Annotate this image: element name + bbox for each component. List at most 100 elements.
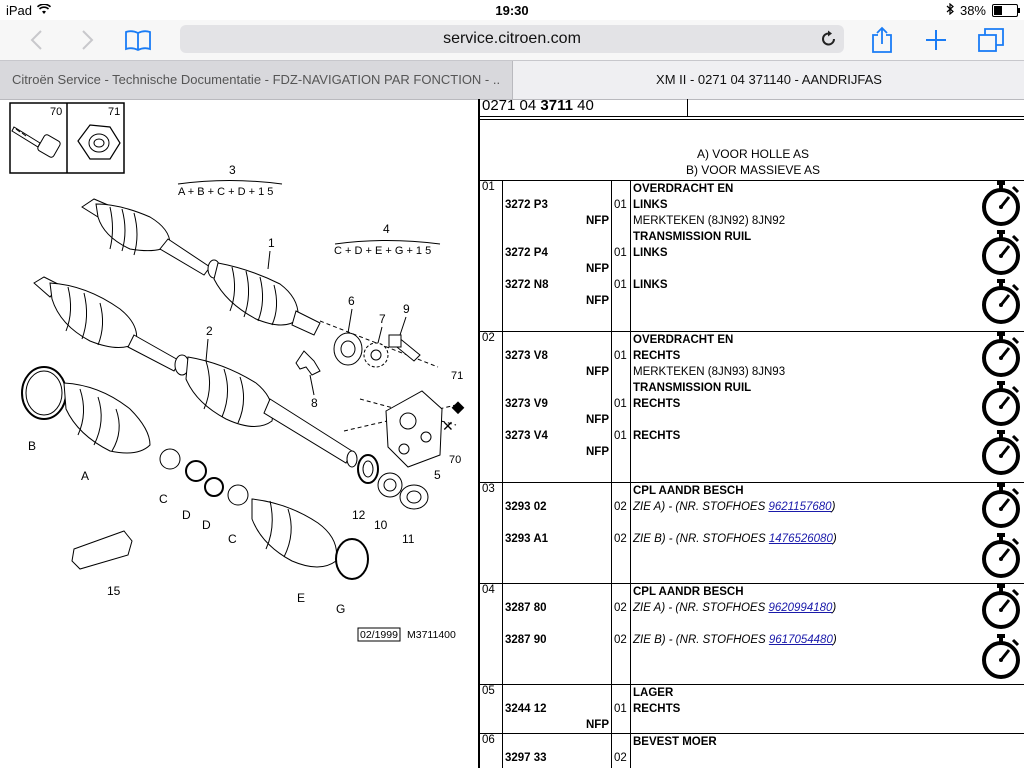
reference-text: ZIE B) - (NR. STOFHOES <box>633 533 769 545</box>
description-text <box>631 563 1024 579</box>
description-reference: ZIE A) - (NR. STOFHOES 9620994180) <box>631 600 1024 616</box>
part-number[interactable]: 3272 P3 <box>505 199 548 211</box>
group-number: 02 <box>480 331 503 483</box>
quantity: 02 <box>614 533 627 545</box>
chevron-left-icon[interactable] <box>20 24 52 56</box>
book-icon[interactable] <box>122 24 154 56</box>
exploded-diagram-pane: 70 71 3 A + B + C + D + 1 5 4 C + D + E … <box>0 99 478 768</box>
description-title: LINKS <box>633 199 668 211</box>
browser-toolbar: service.citroen.com <box>0 20 1024 60</box>
stopwatch-icon[interactable] <box>980 483 1022 532</box>
part-number <box>503 563 611 579</box>
part-number <box>503 229 611 245</box>
tab-aandrijfas[interactable]: XM II - 0271 04 371140 - AANDRIJFAS <box>512 61 1024 99</box>
stopwatch-icon[interactable] <box>980 279 1022 328</box>
quantity <box>612 332 630 348</box>
ref-bold: 3711 <box>540 99 573 114</box>
part-number[interactable]: 3273 V4 <box>505 430 548 442</box>
reload-icon[interactable] <box>820 30 838 48</box>
tab-citroen-service[interactable]: Citroën Service - Technische Documentati… <box>0 61 512 99</box>
quantity <box>612 547 630 563</box>
description-text <box>631 616 1024 632</box>
callout-9: 9 <box>403 302 410 316</box>
part-7-gear <box>363 342 389 368</box>
description-title: LAGER <box>633 687 674 699</box>
stopwatch-icon[interactable] <box>980 181 1022 230</box>
reference-text: ZIE A) - (NR. STOFHOES <box>633 602 769 614</box>
chevron-right-icon[interactable] <box>72 24 104 56</box>
quantity: 01 <box>614 430 627 442</box>
part-number[interactable]: 3293 02 <box>505 501 547 513</box>
callout-5: 5 <box>434 468 441 482</box>
reference-text: ZIE A) - (NR. STOFHOES <box>633 501 769 513</box>
inset-box: 70 71 <box>9 102 125 174</box>
part-numbers-cell: 3287 80 3287 90 <box>502 583 612 685</box>
boot-part-link[interactable]: 9621157680 <box>768 501 832 513</box>
nfp-flag: NFP <box>586 215 609 227</box>
part-number <box>503 648 611 664</box>
quantity <box>612 412 630 428</box>
part-number <box>503 332 611 348</box>
part-number[interactable]: 3273 V9 <box>505 398 548 410</box>
part-11-bearing <box>399 484 429 510</box>
nfp-flag: NFP <box>586 263 609 275</box>
part-number <box>503 380 611 396</box>
part-number[interactable]: 3287 90 <box>505 634 547 646</box>
boot-part-link[interactable]: 9617054480 <box>768 634 833 646</box>
part-number[interactable]: 3287 80 <box>505 602 547 614</box>
stopwatch-icon[interactable] <box>980 430 1022 479</box>
reference-row: 0271 04 3711 40 <box>480 99 1024 117</box>
boot-part-link[interactable]: 1476526080 <box>768 533 833 545</box>
part-number[interactable]: 3293 A1 <box>505 533 549 545</box>
nut-drawing <box>77 124 121 160</box>
description-title: TRANSMISSION RUIL <box>633 382 752 394</box>
callout-3: 3 <box>229 163 236 177</box>
part-number[interactable]: 3272 N8 <box>505 279 549 291</box>
quantity: 02 <box>614 634 627 646</box>
callout-E: E <box>297 591 305 605</box>
boot-part-link[interactable]: 9620994180 <box>768 602 833 614</box>
description-text <box>631 717 1024 733</box>
address-bar[interactable]: service.citroen.com <box>180 25 844 53</box>
quantity <box>612 181 630 197</box>
quantity <box>612 380 630 396</box>
quantity: 01 <box>614 199 627 211</box>
part-number[interactable]: 3297 33 <box>505 752 547 764</box>
part-number[interactable]: 3273 V8 <box>505 350 548 362</box>
description-text <box>631 293 1024 309</box>
stopwatch-icon[interactable] <box>980 634 1022 683</box>
stopwatch-icon[interactable] <box>980 584 1022 633</box>
callout-7: 7 <box>379 312 386 326</box>
description-title: CPL AANDR BESCH <box>633 485 744 497</box>
quantity <box>612 261 630 277</box>
quantity: 01 <box>614 703 627 715</box>
formula-3: A + B + C + D + 1 5 <box>178 186 273 198</box>
callout-C1: C <box>159 492 168 506</box>
boot-kit-left <box>21 366 249 506</box>
description-title: OVERDRACHT EN <box>633 183 734 195</box>
quantity-cell: 01 <box>611 684 631 734</box>
share-icon[interactable] <box>866 24 898 56</box>
part-number[interactable]: 3244 12 <box>505 703 547 715</box>
callout-B: B <box>28 439 36 453</box>
stopwatch-icon[interactable] <box>980 533 1022 582</box>
callout-4: 4 <box>383 222 390 236</box>
plus-icon[interactable] <box>920 24 952 56</box>
reference-tail: ) <box>832 602 837 614</box>
callout-6: 6 <box>348 294 355 308</box>
part-number[interactable]: 3272 P4 <box>505 247 548 259</box>
tabs-icon[interactable] <box>975 24 1007 56</box>
description-title: LINKS <box>633 279 668 291</box>
stopwatch-icon[interactable] <box>980 332 1022 381</box>
stopwatch-icon[interactable] <box>980 381 1022 430</box>
part-number <box>503 685 611 701</box>
stopwatch-icon[interactable] <box>980 230 1022 279</box>
clock: 19:30 <box>495 3 529 18</box>
